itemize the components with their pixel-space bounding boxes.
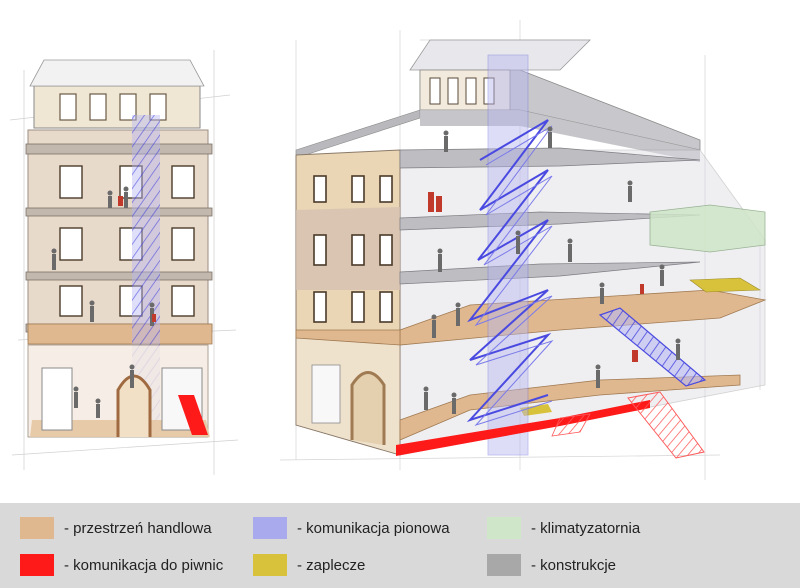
legend-label-basement-circulation: - komunikacja do piwnic	[64, 556, 224, 574]
legend-item-basement-circulation: - komunikacja do piwnic	[20, 553, 223, 577]
front-basement-stair	[178, 395, 208, 435]
front-retail-floor-1	[27, 323, 213, 345]
axo-retail-ground	[399, 374, 741, 441]
back-office-swatch	[253, 554, 287, 576]
axo-retail-floor-1	[399, 289, 767, 346]
basement-circulation-swatch	[20, 554, 54, 576]
front-roof	[33, 85, 201, 129]
vertical-circulation-swatch	[253, 517, 287, 539]
legend-label-hvac-room: - klimatyzatornia	[531, 519, 641, 537]
legend-item-vertical-circulation: - komunikacja pionowa	[253, 516, 450, 540]
legend-item-structure: - konstrukcje	[487, 553, 616, 577]
front-section	[9, 50, 239, 475]
legend-label-retail: - przestrzeń handlowa	[64, 519, 212, 537]
legend-item-hvac-room: - klimatyzatornia	[487, 516, 640, 540]
legend-label-vertical-circulation: - komunikacja pionowa	[297, 519, 450, 537]
legend-label-structure: - konstrukcje	[531, 556, 617, 574]
retail-swatch	[20, 517, 54, 539]
hvac-room-swatch	[487, 517, 521, 539]
back-office-area	[689, 277, 762, 293]
legend-item-back-office: - zaplecze	[253, 553, 365, 577]
building-section-drawing	[9, 20, 767, 480]
hvac-room	[649, 204, 766, 253]
legend: - przestrzeń handlowa - komunikacja pion…	[0, 503, 800, 588]
basement-access	[396, 400, 650, 456]
vertical-stair-core	[466, 54, 707, 456]
legend-label-back-office: - zaplecze	[297, 556, 366, 574]
axonometric-section	[279, 20, 767, 480]
legend-item-retail: - przestrzeń handlowa	[20, 516, 212, 540]
structure-swatch	[487, 554, 521, 576]
